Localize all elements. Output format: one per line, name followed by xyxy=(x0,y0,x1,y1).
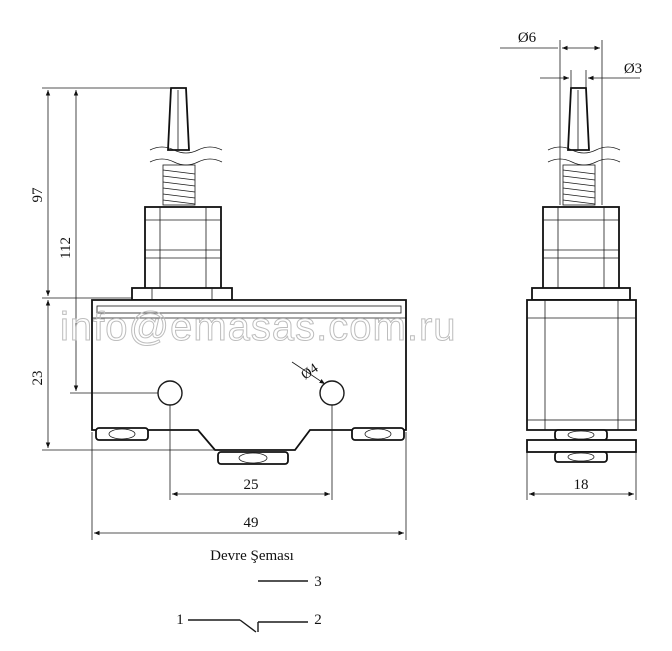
dim-112: 112 xyxy=(58,237,74,259)
dim-tip-dia: Ø3 xyxy=(624,61,642,77)
terminal-1-label: 1 xyxy=(176,612,184,628)
terminal-3-label: 3 xyxy=(314,574,322,590)
side-dimensions xyxy=(500,40,640,500)
dim-97: 97 xyxy=(30,187,46,203)
dim-49: 49 xyxy=(244,515,259,531)
watermark: info@emasas.com.ru xyxy=(60,305,457,349)
dim-25: 25 xyxy=(244,477,259,493)
terminal-2-label: 2 xyxy=(314,612,322,628)
side-view xyxy=(526,87,637,463)
circuit-title: Devre Şeması xyxy=(210,548,294,564)
terminal-right xyxy=(351,427,405,441)
dim-23: 23 xyxy=(30,371,46,386)
front-dimensions xyxy=(42,87,407,540)
terminal-left xyxy=(95,427,149,441)
circuit-diagram: Devre Şeması 3 1 2 xyxy=(176,548,322,633)
front-view xyxy=(91,87,407,465)
dim-18: 18 xyxy=(574,477,589,493)
spring xyxy=(162,164,196,206)
dim-plunger-dia: Ø6 xyxy=(518,30,537,46)
terminal-bottom xyxy=(217,451,289,465)
